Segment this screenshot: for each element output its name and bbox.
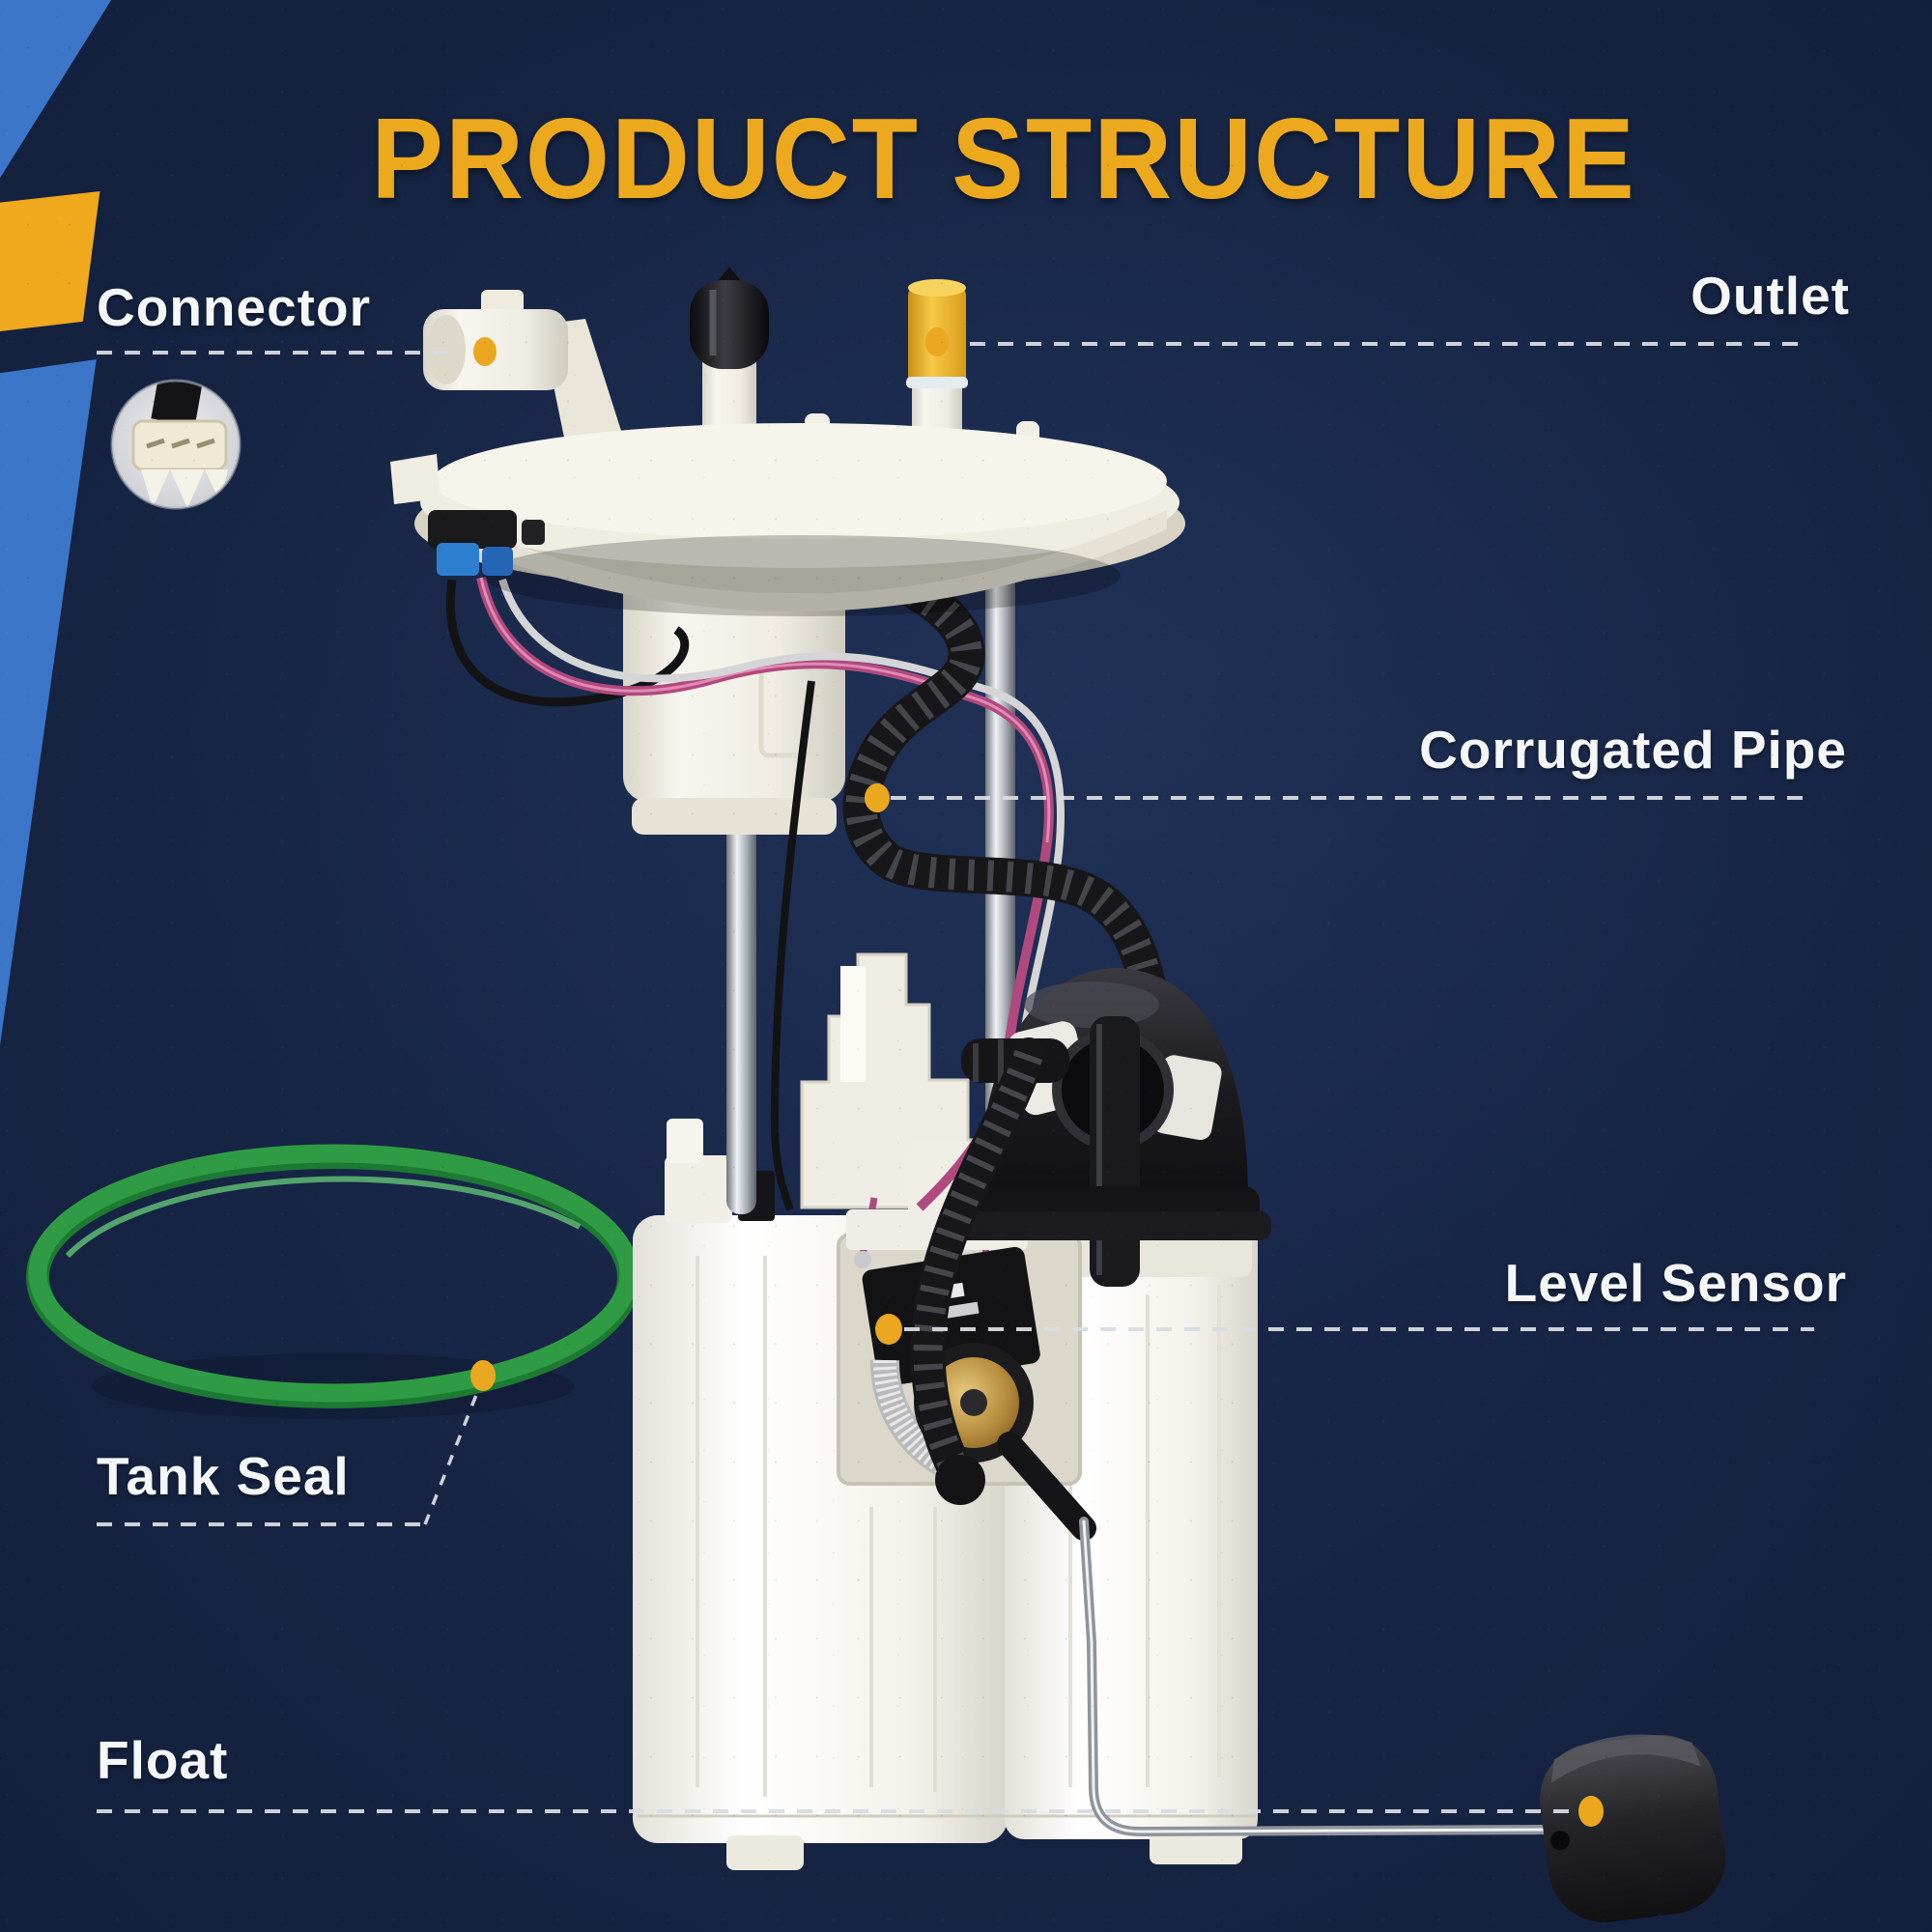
- label-float: Float: [97, 1730, 229, 1790]
- corrugated-marker-dot: [865, 783, 890, 812]
- level-marker-dot: [875, 1314, 902, 1345]
- tankseal-marker-dot: [470, 1360, 496, 1391]
- pump-head: [947, 968, 1271, 1287]
- label-outlet: Outlet: [1690, 266, 1850, 326]
- corrugated-pipe: [814, 519, 1174, 1066]
- electrical-connector: [423, 290, 568, 390]
- connector-marker-dot: [473, 337, 497, 366]
- connector-inset-photo: [110, 379, 242, 510]
- marker-dots: [470, 327, 1604, 1827]
- mounting-flange: [390, 267, 1185, 616]
- page-title: PRODUCT STRUCTURE: [371, 95, 1636, 223]
- corrugated-pipe-lower: [910, 1037, 1046, 1505]
- label-corrugated-pipe: Corrugated Pipe: [1419, 720, 1847, 780]
- outlet-marker-dot: [925, 327, 949, 356]
- rubber-cap: [690, 267, 769, 369]
- label-tank-seal: Tank Seal: [97, 1446, 350, 1506]
- decor-yellow-band: [0, 191, 100, 331]
- label-connector: Connector: [97, 277, 371, 337]
- float-marker-dot: [1578, 1796, 1604, 1827]
- float: [1540, 1734, 1726, 1922]
- label-level-sensor: Level Sensor: [1504, 1253, 1847, 1313]
- tank-seal-oring: [26, 1144, 640, 1419]
- tankseal-diagonal-line: [423, 1384, 482, 1525]
